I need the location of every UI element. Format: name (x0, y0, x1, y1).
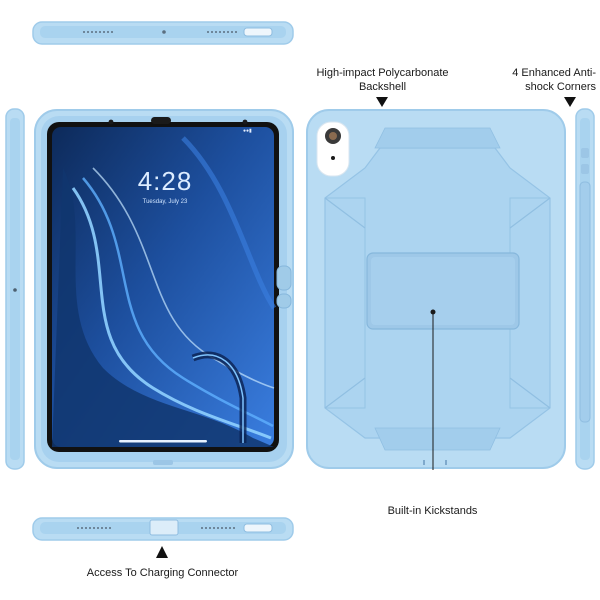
arrow-down-icon (376, 97, 388, 107)
status-bar-icons: ●●▮ (243, 128, 252, 134)
bottom-edge-view (32, 517, 294, 541)
right-edge-view (575, 108, 595, 470)
callout-corners: 4 Enhanced Anti-shock Corners (512, 67, 596, 93)
front-view-tablet (34, 109, 294, 469)
lockscreen-date: Tuesday, July 23 (142, 199, 188, 205)
back-view-case (306, 109, 566, 470)
callout-charging: Access To Charging Connector (86, 567, 239, 579)
callout-backshell: High-impact Polycarbonate Backshell (316, 67, 449, 93)
lockscreen-time: 4:28 (137, 166, 193, 196)
top-edge-view (32, 21, 294, 45)
arrow-up-icon (156, 546, 168, 558)
arrow-down-icon (564, 97, 576, 107)
left-edge-view (5, 108, 25, 470)
callout-kickstand: Built-in Kickstands (387, 505, 478, 517)
